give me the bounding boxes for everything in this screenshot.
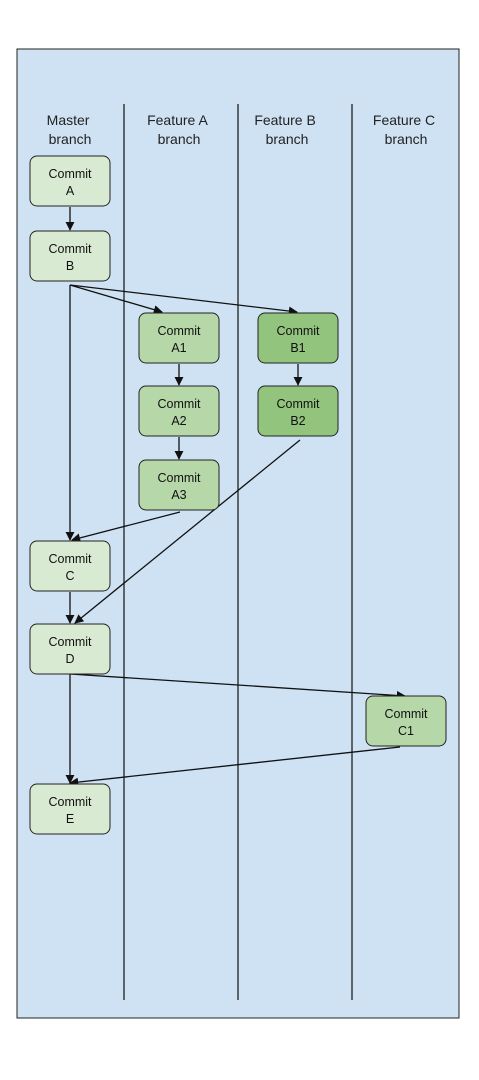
commit-node-box (257, 312, 339, 364)
lane-title-feature-b: Feature B branch (254, 112, 319, 147)
commit-node-box (138, 385, 220, 437)
edge-a3-to-c (71, 511, 181, 543)
commit-node-box (29, 540, 111, 592)
commit-node-box (138, 459, 220, 511)
commit-node-box (138, 312, 220, 364)
edge-b2-to-d (74, 439, 301, 624)
edge-c1-to-e (69, 746, 401, 787)
commit-node-box (257, 385, 339, 437)
edge-b-to-a1 (69, 284, 163, 315)
lane-title-feature-a: Feature A branch (147, 112, 211, 147)
commit-node-box (29, 230, 111, 282)
lane-title-master: Master branch (47, 112, 94, 147)
edges-layer (65, 207, 406, 787)
commit-node-box (365, 695, 447, 747)
edge-b-to-b1 (69, 284, 298, 316)
commit-node-box (29, 155, 111, 207)
edge-d-to-c1 (69, 673, 406, 701)
lane-title-feature-c: Feature C branch (373, 112, 439, 147)
commit-node-box (29, 623, 111, 675)
commit-node-box (29, 783, 111, 835)
